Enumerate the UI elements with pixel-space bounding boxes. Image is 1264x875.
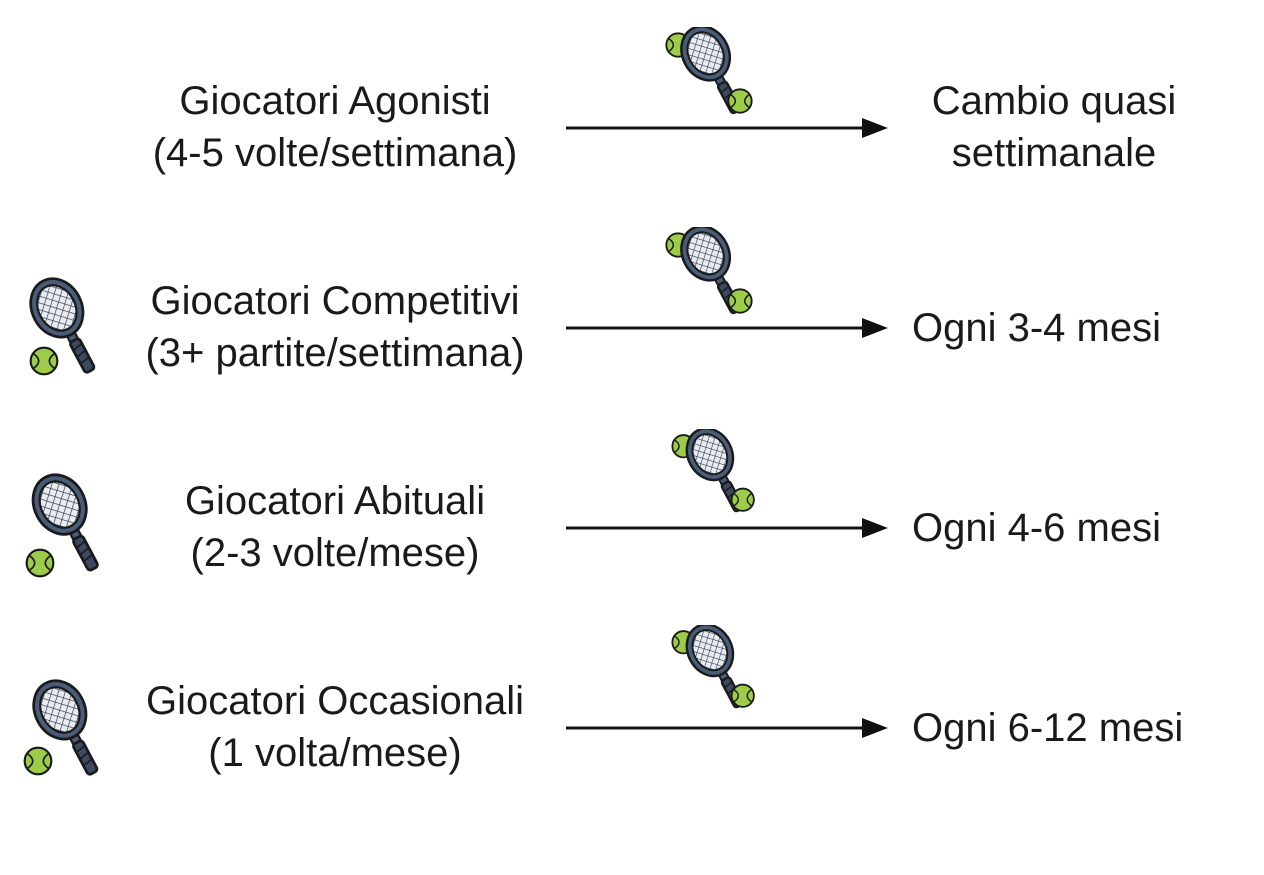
tennis-racket-ball-icon	[23, 675, 110, 783]
player-category-frequency: (1 volta/mese)	[208, 731, 462, 775]
replacement-interval-label: Ogni 4-6 mesi	[912, 502, 1264, 554]
replacement-interval-label: Ogni 3-4 mesi	[912, 302, 1264, 354]
row-occasionali: Giocatori Occasionali (1 volta/mese) Ogn…	[0, 625, 1264, 875]
player-category-frequency: (2-3 volte/mese)	[190, 531, 480, 575]
player-category-name: Giocatori Agonisti	[179, 79, 491, 123]
player-category-frequency: (3+ partite/settimana)	[145, 331, 525, 375]
replacement-interval-label: Ogni 6-12 mesi	[912, 702, 1264, 754]
tennis-racket-ball-icon	[25, 469, 110, 579]
replacement-interval-line1: Cambio quasi	[931, 79, 1177, 123]
diagram-canvas: Giocatori Agonisti (4-5 volte/settimana)…	[0, 27, 1264, 783]
player-category-name: Giocatori Occasionali	[146, 679, 524, 723]
replacement-interval-line1: Ogni 4-6 mesi	[912, 506, 1161, 550]
tennis-racket-balls-icon	[671, 625, 755, 711]
row-abituali: Giocatori Abituali (2-3 volte/mese) Ogni…	[0, 429, 1264, 675]
tennis-racket-balls-icon	[671, 429, 755, 515]
tennis-racket-ball-icon	[28, 273, 106, 381]
tennis-racket-balls-icon	[665, 227, 753, 317]
arrow-icon	[566, 518, 888, 538]
tennis-racket-balls-icon	[665, 27, 753, 117]
player-category-label: Giocatori Occasionali (1 volta/mese)	[110, 675, 560, 779]
player-category-name: Giocatori Abituali	[184, 479, 486, 523]
replacement-interval-line2: settimanale	[951, 131, 1157, 175]
replacement-interval-line1: Ogni 6-12 mesi	[912, 706, 1184, 750]
player-category-label: Giocatori Competitivi (3+ partite/settim…	[110, 275, 560, 379]
arrow-icon	[566, 718, 888, 738]
replacement-interval-line1: Ogni 3-4 mesi	[912, 306, 1161, 350]
row-agonisti: Giocatori Agonisti (4-5 volte/settimana)…	[0, 27, 1264, 275]
arrow-icon	[566, 118, 888, 138]
replacement-interval-label: Cambio quasi settimanale	[914, 75, 1264, 179]
player-category-label: Giocatori Abituali (2-3 volte/mese)	[110, 475, 560, 579]
player-category-label: Giocatori Agonisti (4-5 volte/settimana)	[110, 75, 560, 179]
player-category-frequency: (4-5 volte/settimana)	[152, 131, 518, 175]
player-category-name: Giocatori Competitivi	[150, 279, 520, 323]
arrow-icon	[566, 318, 888, 338]
row-competitivi: Giocatori Competitivi (3+ partite/settim…	[0, 227, 1264, 475]
